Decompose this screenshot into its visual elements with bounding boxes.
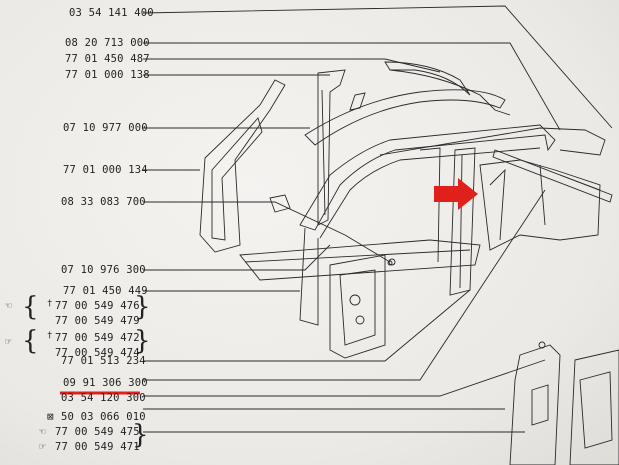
red-arrow-icon [434, 178, 478, 210]
part-number-label: 77 00 549 474 [55, 347, 140, 359]
dagger-symbol: † [47, 299, 53, 309]
right-brace: } [132, 420, 149, 450]
right-hand-pointing-icon: ☞ [39, 440, 46, 453]
part-number-label: 77 01 000 134 [63, 164, 148, 176]
part-number-label: 77 00 549 476 [55, 300, 140, 312]
part-number-label: 07 10 976 300 [61, 264, 146, 276]
part-number-label: 77 00 549 471 [55, 441, 140, 453]
part-number-label: 07 10 977 000 [63, 122, 148, 134]
right-brace: } [134, 292, 151, 322]
dagger-symbol: † [47, 331, 53, 341]
left-hand-pointing-icon: ☜ [5, 299, 12, 312]
part-number-label: 77 00 549 475 [55, 426, 140, 438]
left-hand-pointing-icon: ☜ [39, 425, 46, 438]
part-number-label: 03 54 120 300 [61, 392, 146, 404]
part-number-label: 77 01 450 449 [63, 285, 148, 297]
part-number-label: 77 01 000 138 [65, 69, 150, 81]
part-number-label: 77 01 450 487 [65, 53, 150, 65]
right-hand-pointing-icon: ☞ [5, 335, 12, 348]
part-number-label: 08 20 713 000 [65, 37, 150, 49]
left-brace: { [22, 292, 39, 322]
part-number-label: 50 03 066 010 [61, 411, 146, 423]
part-number-label: 77 00 549 472 [55, 332, 140, 344]
right-brace: } [134, 326, 151, 356]
part-number-label: 03 54 141 400 [69, 7, 154, 19]
boxed-x-icon: ⊠ [47, 410, 54, 423]
part-number-label: 77 00 549 479 [55, 315, 140, 327]
highlighted-part-number: 09 91 306 300 [63, 377, 148, 389]
left-brace: { [22, 326, 39, 356]
part-number-label: 77 01 513 234 [61, 355, 146, 367]
part-number-label: 08 33 083 700 [61, 196, 146, 208]
